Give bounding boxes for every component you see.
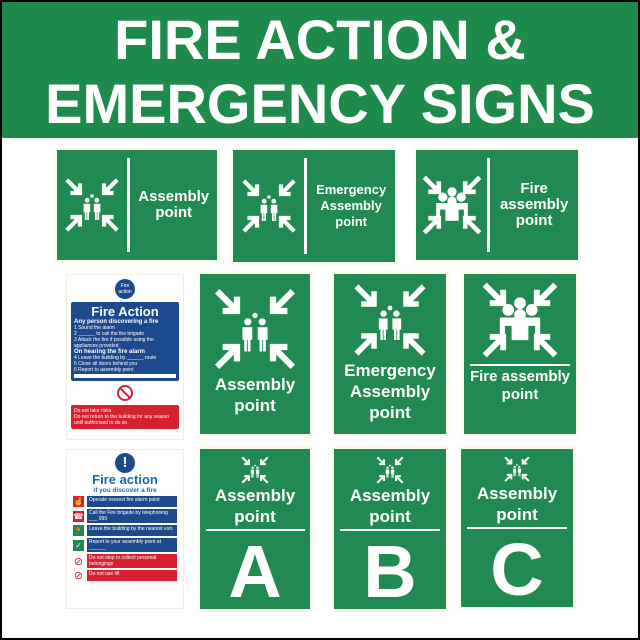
- instruction: 2 ______ to call the fire brigade: [74, 331, 145, 337]
- assembly-converge-icon: [238, 455, 272, 485]
- fire-action-notice: Fire action Fire Action Any person disco…: [66, 274, 184, 440]
- assembly-converge-icon: [373, 455, 407, 485]
- sign-text: Emergency Assembly point: [344, 361, 436, 422]
- instruction: Call the Fire brigade by telephoning ___…: [87, 509, 177, 523]
- sign-text: Assembly point: [349, 486, 431, 527]
- sign-assembly-point-c: Assembly point C: [461, 449, 573, 607]
- group-converge-icon: [419, 172, 485, 238]
- instruction: 6 Report to assembly point: [74, 367, 134, 373]
- sign-fire-assembly-point-landscape: Fire assembly point: [416, 150, 578, 260]
- sign-fire-assembly-point-portrait: Fire assembly point: [464, 274, 576, 434]
- assembly-converge-icon: [350, 280, 430, 360]
- divider: [127, 157, 131, 253]
- instruction: Do not use lift: [87, 570, 177, 581]
- assembly-letter: A: [228, 530, 282, 613]
- header-title-line2: EMERGENCY SIGNS: [45, 72, 595, 135]
- divider: [487, 157, 491, 253]
- instruction: Leave the building by the nearest exit.: [87, 525, 177, 536]
- assembly-letter: B: [363, 530, 417, 613]
- divider: [469, 364, 571, 366]
- sign-assembly-point-a: Assembly point A: [200, 449, 310, 609]
- instruction: 1 Sound the alarm: [74, 325, 115, 331]
- assembly-converge-icon: [239, 176, 299, 236]
- check-icon: ✓: [73, 539, 84, 551]
- instruction: Report to your assembly point at ______: [87, 538, 177, 552]
- fire-action-title: Fire action: [92, 472, 158, 487]
- sign-text: Emergency Assembly point: [316, 182, 387, 229]
- divider: [205, 529, 305, 531]
- section-heading: On hearing the fire alarm: [74, 349, 146, 355]
- sign-text: Assembly point: [214, 375, 296, 415]
- assembly-letter: C: [490, 528, 544, 611]
- header-title-line1: FIRE ACTION &: [114, 8, 526, 71]
- sign-text: Fire assembly point: [469, 368, 571, 403]
- instruction: Operate nearest fire alarm point: [87, 496, 177, 507]
- sign-emergency-assembly-point-portrait: Emergency Assembly point: [334, 274, 446, 434]
- prohibited-icon: ⊘: [73, 555, 84, 568]
- exclamation-icon: !: [115, 453, 135, 473]
- fire-action-title: Fire Action: [91, 304, 159, 319]
- prohibited-icon: [117, 385, 133, 401]
- divider: [339, 529, 441, 531]
- warning-panel: Do not take risks Do not return to the b…: [71, 405, 179, 429]
- divider: [466, 527, 568, 529]
- phone-icon: ☎: [73, 510, 84, 522]
- no-lift-icon: ⊘: [73, 570, 84, 582]
- header-banner: FIRE ACTION & EMERGENCY SIGNS: [2, 2, 638, 138]
- fire-action-badge: Fire action: [115, 279, 135, 299]
- warning-text: Do not take risks: [74, 408, 112, 414]
- fire-alarm-icon: ☝: [73, 496, 84, 507]
- assembly-converge-icon: [210, 284, 300, 374]
- sign-assembly-point-landscape: Assembly point: [57, 150, 217, 260]
- fire-action-notice-2: ! Fire action if you discover a fire ☝Op…: [66, 449, 184, 609]
- fire-action-subtitle: if you discover a fire: [93, 487, 157, 494]
- section-heading: Any person discovering a fire: [74, 319, 159, 325]
- instruction: 3 Attack the fire if possible using the …: [74, 337, 154, 349]
- warning-text: Do not return to the building for any re…: [74, 414, 170, 426]
- instruction: 4 Leave the building by ______ route: [74, 355, 157, 361]
- sign-text: Assembly point: [214, 486, 296, 527]
- instruction: 5 Close all doors behind you: [74, 361, 138, 367]
- fire-action-panel: Fire Action Any person discovering a fir…: [71, 302, 179, 381]
- sign-emergency-assembly-point-landscape: Emergency Assembly point: [233, 150, 395, 262]
- sign-text: Fire assembly point: [499, 180, 569, 229]
- sign-text: Assembly point: [476, 484, 558, 525]
- group-converge-icon: [478, 278, 562, 362]
- exit-icon: 🏃: [73, 525, 84, 536]
- divider: [304, 157, 308, 255]
- sign-text: Assembly point: [138, 188, 210, 221]
- sign-assembly-point-b: Assembly point B: [334, 449, 446, 609]
- assembly-converge-icon: [500, 455, 534, 483]
- assembly-converge-icon: [62, 175, 122, 235]
- sign-assembly-point-portrait: Assembly point: [200, 274, 310, 434]
- instruction: Do not stop to collect personal belongin…: [87, 554, 177, 568]
